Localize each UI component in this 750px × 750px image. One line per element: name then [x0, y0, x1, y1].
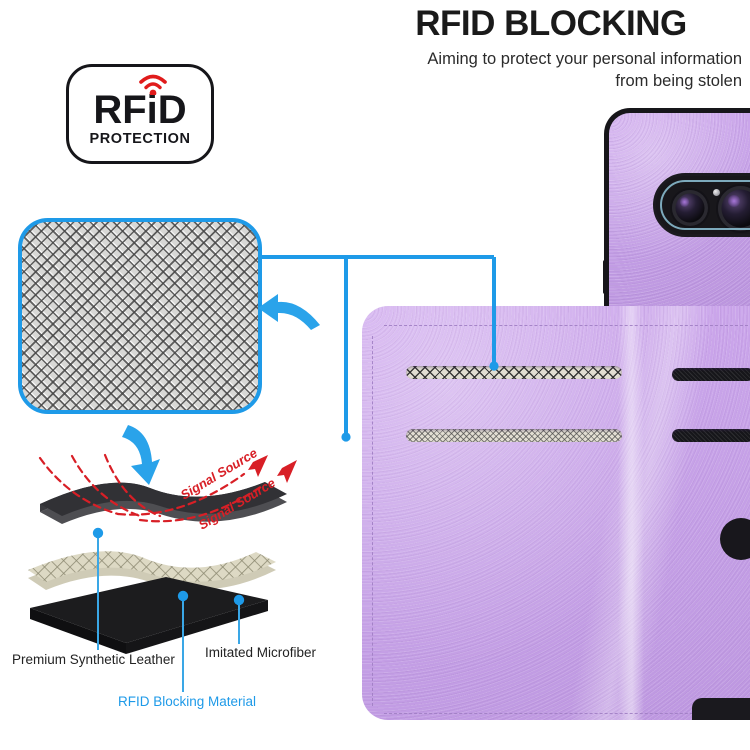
card-slot-mesh-1 — [406, 366, 622, 379]
case-fold-crease — [618, 306, 644, 720]
card-slot-dark-2 — [672, 429, 750, 442]
label-premium-synthetic-leather: Premium Synthetic Leather — [12, 652, 175, 667]
case-inner-dark-corner — [720, 518, 750, 560]
layer-callout-dots — [92, 527, 245, 606]
rfid-badge-title: RFiD — [93, 74, 187, 132]
curved-arrow-down-icon — [122, 425, 160, 485]
callout-dot-slot-2 — [341, 432, 351, 442]
phone-body — [604, 108, 750, 308]
signal-arrow-heads — [248, 455, 297, 483]
layer-leader-lines — [97, 533, 240, 692]
signal-source-label-2: Signal Source — [196, 475, 278, 533]
camera-lens-2 — [718, 186, 750, 231]
header-subtitle-line-1: Aiming to protect your personal informat… — [427, 50, 742, 68]
signal-source-label-1: Signal Source — [178, 445, 260, 503]
label-rfid-blocking-material: RFID Blocking Material — [118, 694, 257, 709]
card-slot-dark-1 — [672, 368, 750, 381]
rfid-badge-inner: RFiD PROTECTION — [69, 67, 211, 161]
camera-lens-1 — [672, 190, 708, 226]
case-stitching-bottom — [384, 713, 748, 714]
callout-dot-leather — [92, 527, 104, 539]
header: RFID BLOCKING Aiming to protect your per… — [360, 4, 746, 92]
premium-synthetic-leather-layer — [40, 482, 287, 524]
rfid-badge-title-text: RFiD — [93, 87, 187, 132]
rfid-blocking-material-layer — [28, 551, 276, 590]
callout-dot-microfiber — [233, 594, 245, 606]
rfid-protection-badge: RFiD PROTECTION — [66, 64, 214, 164]
signal-reflection-rays — [38, 453, 264, 523]
case-stitching-top — [384, 325, 748, 326]
card-slot-mesh-2 — [406, 429, 622, 442]
callout-dot-rfid-material — [177, 590, 189, 602]
rfid-badge-subtitle: PROTECTION — [89, 130, 191, 147]
camera-flash-icon — [713, 189, 720, 196]
rfid-blocking-mesh-swatch — [18, 218, 262, 414]
phone-back-view — [603, 108, 750, 308]
case-stitching-left — [372, 336, 373, 706]
header-subtitle-line-2: from being stolen — [615, 72, 742, 90]
curved-arrow-left-icon — [258, 294, 320, 330]
lens-glint-icon — [727, 195, 740, 207]
case-bottom-dark-edge — [692, 698, 750, 720]
page-title: RFID BLOCKING — [415, 4, 687, 43]
lens-glint-icon — [679, 197, 690, 207]
phone-side-button — [603, 260, 609, 294]
label-imitated-microfiber: Imitated Microfiber — [205, 645, 317, 660]
dual-lens-camera-bar — [653, 173, 750, 237]
wallet-case-interior — [362, 306, 750, 720]
imitated-microfiber-layer — [30, 577, 268, 654]
